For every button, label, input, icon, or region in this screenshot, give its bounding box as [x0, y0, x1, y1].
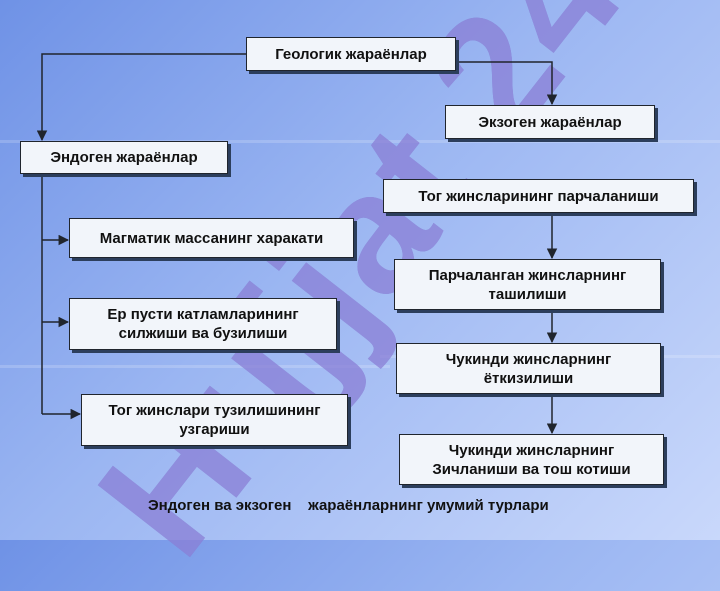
- exogen-item-4: Чукинди жинсларнинг Зичланиши ва тош кот…: [399, 434, 664, 485]
- exogen-item-2: Парчаланган жинсларнинг ташилиши: [394, 259, 661, 310]
- root-node: Геологик жараёнлар: [246, 37, 456, 71]
- endogen-item-3: Тог жинслари тузилишининг узгариши: [81, 394, 348, 446]
- endogen-item-1: Магматик массанинг харакати: [69, 218, 354, 258]
- exogen-item-1: Тог жинсларининг парчаланиши: [383, 179, 694, 213]
- endogen-node: Эндоген жараёнлар: [20, 141, 228, 174]
- diagram-caption: Эндоген ва экзоген жараёнларнинг умумий …: [148, 497, 549, 514]
- endogen-item-2: Ер пусти катламларининг силжиши ва бузил…: [69, 298, 337, 350]
- exogen-node: Экзоген жараёнлар: [445, 105, 655, 139]
- exogen-item-3: Чукинди жинсларнинг ёткизилиши: [396, 343, 661, 394]
- connector-lines: [36, 53, 558, 435]
